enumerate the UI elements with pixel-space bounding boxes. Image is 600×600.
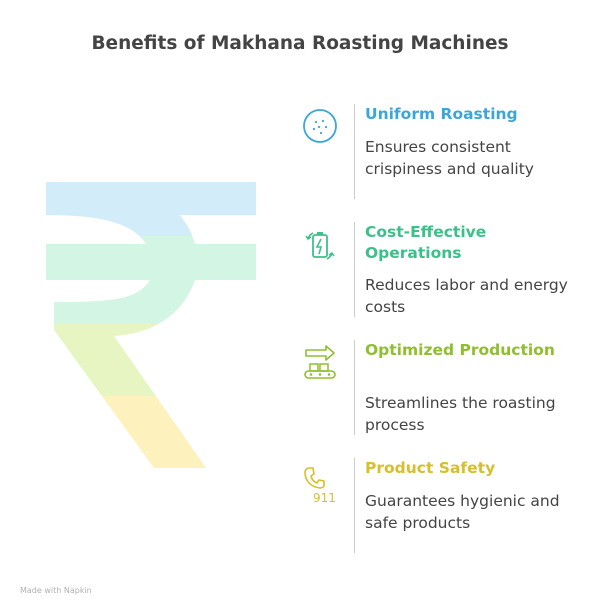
item-divider bbox=[354, 104, 355, 199]
item-heading: Optimized Production bbox=[365, 341, 555, 359]
item-heading: Uniform Roasting bbox=[365, 105, 518, 123]
recycle-battery-icon bbox=[305, 232, 335, 260]
rupee-band-green bbox=[46, 236, 256, 324]
item-heading: Cost-Effective Operations bbox=[365, 223, 487, 262]
benefit-uniform-roasting: Uniform Roasting Ensures consistent cris… bbox=[290, 104, 590, 214]
item-heading: Product Safety bbox=[365, 459, 496, 477]
item-description: Ensures consistent crispiness and qualit… bbox=[365, 138, 534, 178]
benefit-cost-effective-operations: Cost-Effective Operations Reduces labor … bbox=[290, 222, 590, 332]
benefit-optimized-production: Optimized Production Streamlines the roa… bbox=[290, 340, 590, 450]
rupee-symbol-graphic bbox=[46, 182, 256, 468]
conveyor-belt-icon bbox=[304, 345, 336, 379]
item-description: Streamlines the roasting process bbox=[365, 394, 556, 434]
item-divider bbox=[354, 222, 355, 317]
footer-credit: Made with Napkin bbox=[20, 586, 92, 595]
page-title: Benefits of Makhana Roasting Machines bbox=[91, 33, 509, 54]
benefit-product-safety: 911 Product Safety Guarantees hygienic a… bbox=[290, 458, 590, 568]
item-divider bbox=[354, 458, 355, 553]
rupee-band-lime bbox=[46, 324, 256, 396]
rupee-band-blue bbox=[46, 182, 256, 236]
item-description: Reduces labor and energy costs bbox=[365, 276, 568, 316]
emergency-number-label: 911 bbox=[313, 491, 336, 504]
item-description: Guarantees hygienic and safe products bbox=[365, 492, 560, 532]
emergency-phone-icon: 911 bbox=[304, 467, 336, 504]
rupee-band-yellow bbox=[46, 396, 256, 468]
roasting-pan-icon bbox=[303, 109, 337, 143]
item-divider bbox=[354, 340, 355, 435]
